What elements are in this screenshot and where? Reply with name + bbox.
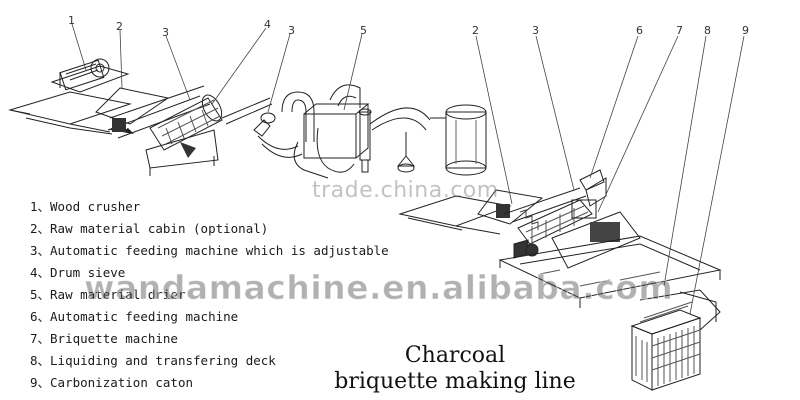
diagram-title: Charcoal briquette making line (300, 343, 610, 395)
callout-leaders (71, 23, 745, 315)
watermark-trade-china: trade.china.com (312, 178, 499, 203)
raw-material-drier-drawing (281, 84, 487, 179)
legend-item-wood-crusher: 1、Wood crusher (30, 199, 141, 214)
title-line-1: Charcoal (404, 343, 506, 368)
callout-label-6: 6 (636, 24, 643, 37)
equipment-legend: 1、Wood crusher 2、Raw material cabin (opt… (30, 196, 410, 394)
legend-item-drum-sieve: 4、Drum sieve (30, 265, 126, 280)
callout-label-5: 5 (360, 24, 367, 37)
carbonization-crate-drawing (630, 301, 702, 391)
callout-label-8: 8 (704, 24, 711, 37)
legend-item-transfer-deck: 8、Liquiding and transfering deck (30, 353, 276, 368)
legend-item-raw-material-drier: 5、Raw material drier (30, 287, 186, 302)
callout-label-3: 3 (162, 26, 169, 39)
title-line-2: briquette making line (334, 369, 576, 394)
callout-label-3b: 3 (288, 24, 295, 37)
callout-label-9: 9 (742, 24, 749, 37)
watermark-wandamachine: wandamachine.en.alibaba.com (83, 268, 674, 308)
legend-item-raw-material-cabin: 2、Raw material cabin (optional) (30, 221, 269, 236)
inclined-feeder-drawing (107, 85, 211, 139)
briquette-line-drawing (398, 169, 722, 331)
callout-label-2: 2 (116, 20, 123, 33)
legend-item-automatic-feeder: 6、Automatic feeding machine (30, 309, 239, 324)
legend-item-adjustable-feeder: 3、Automatic feeding machine which is adj… (30, 243, 389, 258)
callout-label-4: 4 (264, 18, 271, 31)
legend-item-carbonization-caton: 9、Carbonization caton (30, 375, 194, 390)
legend-item-briquette-machine: 7、Briquette machine (30, 331, 178, 346)
callout-label-7: 7 (676, 24, 683, 37)
callout-label-r3: 3 (532, 24, 539, 37)
wood-crusher-drawing (50, 58, 130, 93)
callout-label-1: 1 (68, 14, 75, 27)
drum-sieve-drawing (145, 94, 223, 176)
drier-feeder-drawing (221, 97, 303, 158)
raw-material-cabin-drawing (8, 87, 170, 135)
callout-label-r2: 2 (472, 24, 479, 37)
